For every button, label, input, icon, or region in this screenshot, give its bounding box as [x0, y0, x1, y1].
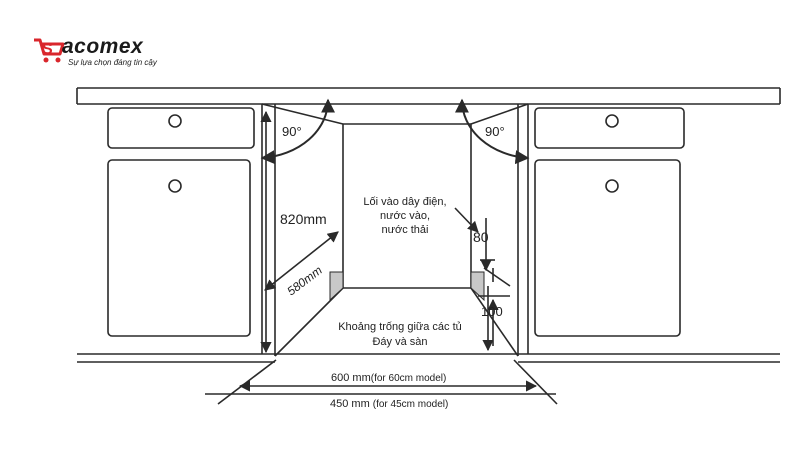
dim-100-label: 100	[481, 304, 503, 319]
logo-tagline: Sự lựa chọn đáng tin cậy	[68, 58, 157, 67]
left-base-block	[329, 271, 344, 302]
inlet-label-line2: nước vào,	[380, 210, 430, 222]
left-door-knob	[168, 179, 182, 193]
left-angle-label: 90°	[282, 124, 302, 139]
sacomex-logo: S acomex Sự lựa chọn đáng tin cậy	[32, 36, 182, 72]
inlet-pointer-arrow	[454, 207, 479, 233]
right-door-swing-arrow	[454, 98, 530, 165]
dim-80-label: 80	[473, 229, 489, 245]
right-drawer	[534, 107, 685, 149]
depth-dimension-arrow	[264, 231, 339, 291]
left-drawer-knob	[168, 114, 182, 128]
right-door	[534, 159, 681, 337]
right-base-block	[470, 271, 485, 302]
logo-initial: S	[42, 41, 53, 58]
cart-icon: S	[34, 38, 65, 63]
depth-label: 580mm	[284, 263, 324, 298]
right-door-knob	[605, 179, 619, 193]
width-600-label: 600 mm(for 60cm model)	[331, 372, 446, 384]
logo-name: acomex	[62, 35, 144, 58]
right-angle-label: 90°	[485, 124, 505, 139]
right-cabinet	[527, 104, 685, 354]
left-door-swing-arrow	[260, 98, 336, 165]
left-drawer	[107, 107, 255, 149]
gap-label-line2: Đáy và sàn	[372, 336, 427, 348]
left-door	[107, 159, 251, 337]
right-drawer-knob	[605, 114, 619, 128]
inlet-label-line3: nước thải	[382, 224, 429, 236]
width-450-label: 450 mm(for 45cm model)	[330, 398, 448, 410]
gap-label-line1: Khoảng trống giữa các tủ	[338, 321, 462, 333]
left-cabinet	[107, 104, 263, 354]
inlet-label-line1: Lối vào dây điện,	[363, 196, 446, 208]
height-label: 820mm	[280, 211, 327, 227]
